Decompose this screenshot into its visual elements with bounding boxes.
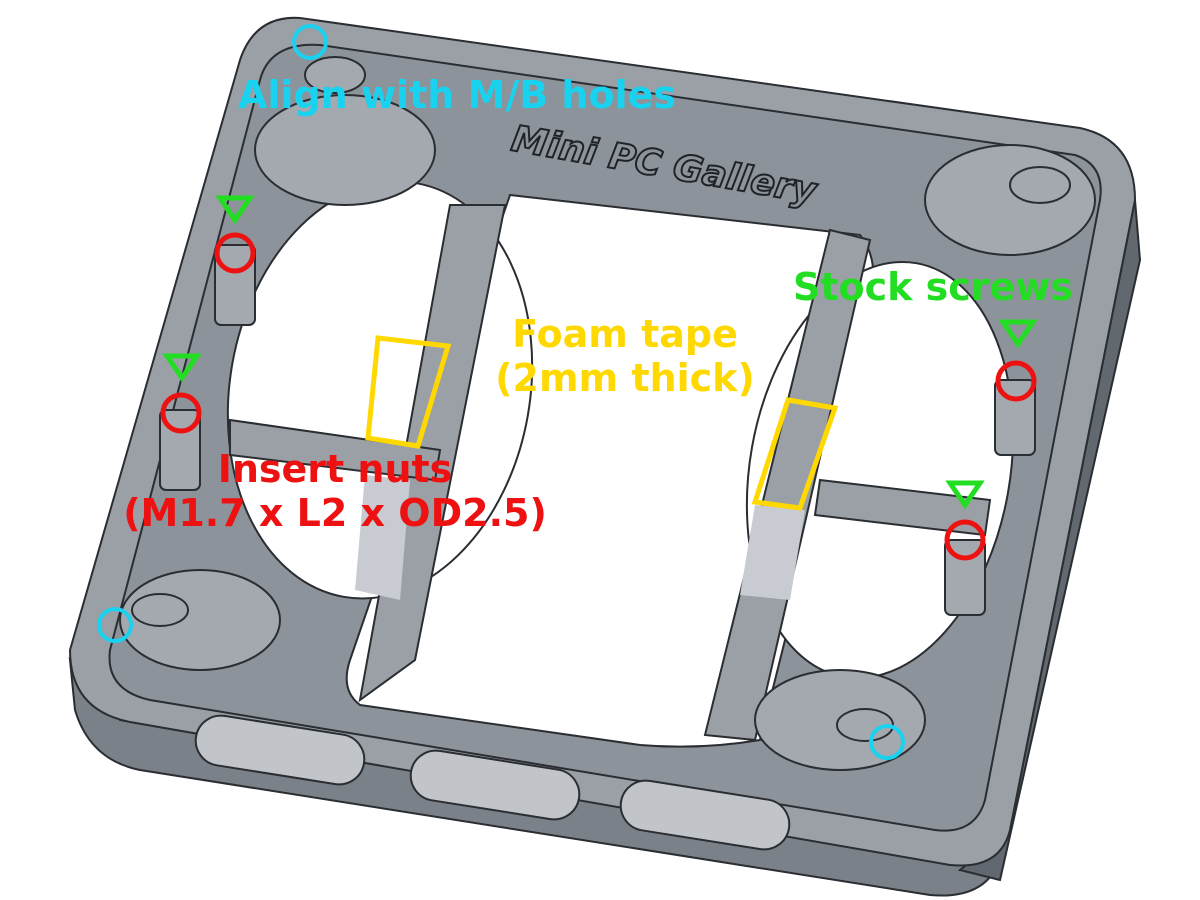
foam-tape-markers xyxy=(365,335,839,511)
label-insert-nuts: Insert nuts (M1.7 x L2 x OD2.5) xyxy=(110,447,560,535)
foam-pad-right xyxy=(740,505,805,600)
label-align-holes: Align with M/B holes xyxy=(238,73,676,117)
label-insert-nuts-line2: (M1.7 x L2 x OD2.5) xyxy=(123,490,547,535)
foam-pad-left xyxy=(355,475,410,600)
label-foam-tape: Foam tape (2mm thick) xyxy=(480,312,770,400)
label-foam-tape-line1: Foam tape xyxy=(512,312,738,356)
align-markers xyxy=(97,24,905,760)
insert-nut-markers xyxy=(160,232,1037,561)
standoffs xyxy=(119,56,1096,771)
label-insert-nuts-line1: Insert nuts xyxy=(217,447,453,491)
label-foam-tape-line2: (2mm thick) xyxy=(495,355,755,400)
label-stock-screws: Stock screws xyxy=(793,265,1074,309)
stock-screw-markers xyxy=(162,195,1038,510)
front-slots xyxy=(194,714,791,851)
